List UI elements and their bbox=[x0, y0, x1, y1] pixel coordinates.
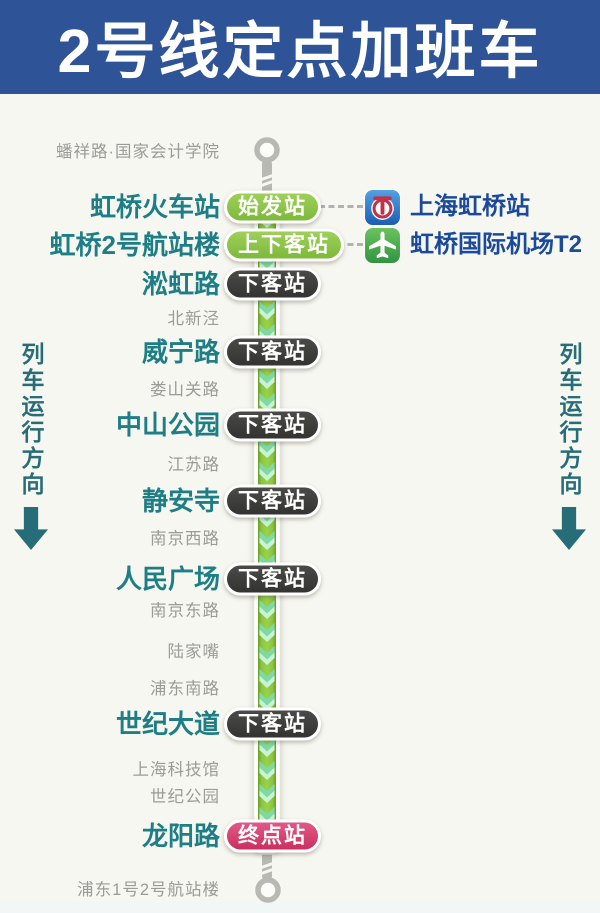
dashed-connector-railway bbox=[319, 205, 363, 208]
station-row: 威宁路下客站 bbox=[0, 334, 600, 370]
connection-railway-station: 上海虹桥站 bbox=[364, 188, 530, 226]
station-row: 娄山关路 bbox=[0, 372, 600, 408]
station-name: 娄山关路 bbox=[150, 380, 220, 399]
station-name: 上海科技馆 bbox=[132, 760, 220, 779]
station-row: 北新泾 bbox=[0, 301, 600, 337]
station-name: 淞虹路 bbox=[141, 269, 220, 299]
station-badge-boarding: 上下客站 bbox=[224, 228, 344, 262]
station-row: 淞虹路下客站 bbox=[0, 266, 600, 302]
station-name: 浦东1号2号航站楼 bbox=[77, 880, 220, 899]
station-name: 中山公园 bbox=[115, 410, 220, 440]
station-row: 世纪大道下客站 bbox=[0, 706, 600, 742]
station-name: 威宁路 bbox=[141, 337, 220, 367]
china-railway-icon bbox=[364, 188, 401, 226]
direction-indicator-right: 列车运行方向 bbox=[549, 342, 589, 550]
station-row: 江苏路 bbox=[0, 447, 600, 483]
station-name: 静安寺 bbox=[141, 486, 220, 516]
station-row: 虹桥2号航站楼上下客站 bbox=[0, 227, 600, 263]
station-name: 陆家嘴 bbox=[167, 642, 220, 661]
top-break-marks bbox=[256, 172, 278, 189]
station-row: 中山公园下客站 bbox=[0, 407, 600, 443]
station-name: 南京东路 bbox=[150, 601, 220, 620]
station-row: 人民广场下客站 bbox=[0, 561, 600, 597]
top-terminal-ring bbox=[254, 137, 280, 163]
station-badge-terminus: 终点站 bbox=[224, 819, 321, 853]
station-row: 南京西路 bbox=[0, 521, 600, 557]
connection-label-railway: 上海虹桥站 bbox=[410, 193, 530, 220]
station-name: 蟠祥路·国家会计学院 bbox=[56, 142, 220, 161]
direction-label: 列车运行方向 bbox=[18, 342, 44, 498]
page-title: 2号线定点加班车 bbox=[57, 16, 543, 85]
station-badge-alight: 下客站 bbox=[224, 484, 321, 518]
station-row: 蟠祥路·国家会计学院 bbox=[0, 134, 600, 170]
header-banner: 2号线定点加班车 bbox=[0, 0, 600, 94]
station-name: 南京西路 bbox=[150, 529, 220, 548]
station-row: 上海科技馆 bbox=[0, 752, 600, 788]
station-row: 陆家嘴 bbox=[0, 634, 600, 670]
station-row: 龙阳路终点站 bbox=[0, 818, 600, 854]
bottom-margin-strip bbox=[0, 901, 600, 913]
direction-label: 列车运行方向 bbox=[556, 342, 582, 498]
station-name: 虹桥2号航站楼 bbox=[49, 230, 220, 260]
bottom-terminal-ring bbox=[255, 877, 281, 903]
station-badge-alight: 下客站 bbox=[224, 267, 321, 301]
station-row: 浦东1号2号航站楼 bbox=[0, 872, 600, 908]
station-row: 浦东南路 bbox=[0, 671, 600, 707]
bottom-break-marks bbox=[256, 860, 278, 877]
station-badge-alight: 下客站 bbox=[224, 707, 321, 741]
station-badge-alight: 下客站 bbox=[224, 335, 321, 369]
down-arrow-icon bbox=[14, 507, 48, 550]
down-arrow-icon bbox=[552, 507, 586, 550]
station-name: 龙阳路 bbox=[141, 821, 220, 851]
station-name: 浦东南路 bbox=[150, 679, 220, 698]
station-name: 人民广场 bbox=[115, 564, 220, 594]
station-name: 江苏路 bbox=[167, 455, 220, 474]
station-badge-alight: 下客站 bbox=[224, 562, 321, 596]
station-row: 静安寺下客站 bbox=[0, 483, 600, 519]
station-row: 南京东路 bbox=[0, 593, 600, 629]
station-row: 世纪公园 bbox=[0, 779, 600, 815]
station-name: 世纪公园 bbox=[150, 787, 220, 806]
station-name: 虹桥火车站 bbox=[89, 192, 220, 222]
station-name: 北新泾 bbox=[167, 309, 220, 328]
station-name: 世纪大道 bbox=[115, 709, 220, 739]
airplane-icon bbox=[364, 226, 401, 264]
station-row: 虹桥火车站始发站 bbox=[0, 189, 600, 225]
connection-airport: 虹桥国际机场T2 bbox=[364, 226, 582, 264]
station-badge-origin: 始发站 bbox=[224, 190, 321, 224]
direction-indicator-left: 列车运行方向 bbox=[11, 342, 51, 550]
connection-label-airport: 虹桥国际机场T2 bbox=[410, 231, 583, 258]
station-badge-alight: 下客站 bbox=[224, 408, 321, 442]
